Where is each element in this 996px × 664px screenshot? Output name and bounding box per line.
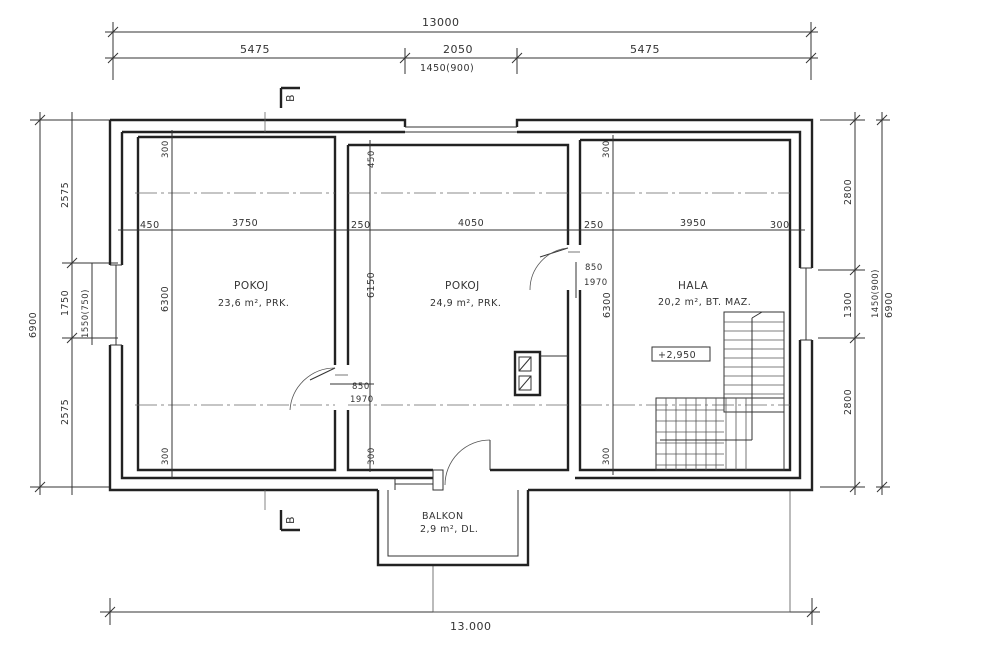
room-hall: 250 3950 300 6300 300 300 HALA 20,2 m², … bbox=[584, 140, 790, 465]
room-left-door-w: 850 bbox=[352, 382, 370, 392]
balcony-name: BALKON bbox=[422, 511, 464, 522]
dim-bottom-total: 13.000 bbox=[450, 620, 492, 633]
balcony-labels: BALKON 2,9 m², DL. bbox=[420, 511, 478, 535]
dim-left-mid: 1750 bbox=[60, 290, 71, 316]
dim-left-total: 6900 bbox=[28, 312, 39, 338]
room-left-t-top: 300 bbox=[161, 140, 171, 158]
bottom-dimension: 13.000 bbox=[100, 490, 820, 633]
room-hall-t-top: 300 bbox=[602, 140, 612, 158]
room-mid-t-top: 450 bbox=[367, 150, 377, 168]
room-left-door-h: 1970 bbox=[350, 395, 374, 405]
room-hall-name: HALA bbox=[678, 280, 709, 292]
room-hall-w-main: 3950 bbox=[680, 218, 706, 229]
dim-left-bot: 2575 bbox=[60, 399, 71, 425]
outer-walls bbox=[108, 118, 814, 492]
room-middle: 250 4050 6150 450 300 POKOJ 24,9 m², PRK… bbox=[351, 150, 608, 465]
room-left-w-left: 450 bbox=[140, 220, 160, 231]
stairs bbox=[655, 311, 785, 471]
room-hall-height: 6300 bbox=[602, 292, 613, 318]
room-mid-name: POKOJ bbox=[445, 280, 480, 292]
section-marks: B B bbox=[279, 86, 300, 532]
left-dimensions: 6900 2575 1750 2575 1550(750) bbox=[28, 112, 118, 495]
dim-right-total: 6900 bbox=[884, 292, 895, 318]
room-hall-w-right: 300 bbox=[770, 220, 790, 231]
dim-top-right: 5475 bbox=[630, 43, 660, 56]
room-left-area: 23,6 m², PRK. bbox=[218, 298, 289, 309]
room-mid-w-left: 250 bbox=[351, 220, 371, 231]
section-mark-top: B bbox=[284, 94, 297, 102]
room-left-w-main: 3750 bbox=[232, 218, 258, 229]
dim-left-window: 1550(750) bbox=[81, 289, 91, 338]
room-mid-door-h: 1970 bbox=[584, 278, 608, 288]
room-hall-t-bot: 300 bbox=[602, 447, 612, 465]
room-left: 450 3750 6300 300 300 POKOJ 23,6 m², PRK… bbox=[140, 140, 374, 465]
dim-top-left: 5475 bbox=[240, 43, 270, 56]
room-mid-door-w: 850 bbox=[585, 263, 603, 273]
section-mark-bottom: B bbox=[284, 516, 297, 524]
room-dimension-lines bbox=[118, 130, 805, 478]
dim-right-bot: 2800 bbox=[843, 389, 854, 415]
room-mid-w-main: 4050 bbox=[458, 218, 484, 229]
dim-right-mid: 1300 bbox=[843, 292, 854, 318]
room-mid-height: 6150 bbox=[366, 272, 377, 298]
dim-top-window: 1450(900) bbox=[420, 63, 474, 74]
room-hall-level: +2,950 bbox=[658, 350, 696, 361]
dim-left-top: 2575 bbox=[60, 182, 71, 208]
interior-walls bbox=[136, 135, 792, 472]
room-mid-t-bot: 300 bbox=[367, 447, 377, 465]
dim-right-top: 2800 bbox=[843, 179, 854, 205]
room-mid-area: 24,9 m², PRK. bbox=[430, 298, 501, 309]
top-dimensions: 13000 5475 2050 5475 1450(900) bbox=[105, 16, 818, 80]
room-left-t-bot: 300 bbox=[161, 447, 171, 465]
right-dimensions: 2800 1300 2800 1450(900) 6900 bbox=[818, 112, 895, 495]
room-left-name: POKOJ bbox=[234, 280, 269, 292]
dim-top-total: 13000 bbox=[422, 16, 460, 29]
dim-top-mid: 2050 bbox=[443, 43, 473, 56]
room-hall-area: 20,2 m², BT. MAZ. bbox=[658, 297, 751, 308]
balcony-area: 2,9 m², DL. bbox=[420, 524, 478, 535]
axis-lines bbox=[135, 112, 790, 510]
room-hall-w-left: 250 bbox=[584, 220, 604, 231]
dim-right-window: 1450(900) bbox=[871, 269, 881, 318]
doors bbox=[289, 247, 580, 491]
balcony bbox=[376, 478, 530, 567]
level-box bbox=[651, 346, 711, 362]
room-left-height: 6300 bbox=[160, 286, 171, 312]
